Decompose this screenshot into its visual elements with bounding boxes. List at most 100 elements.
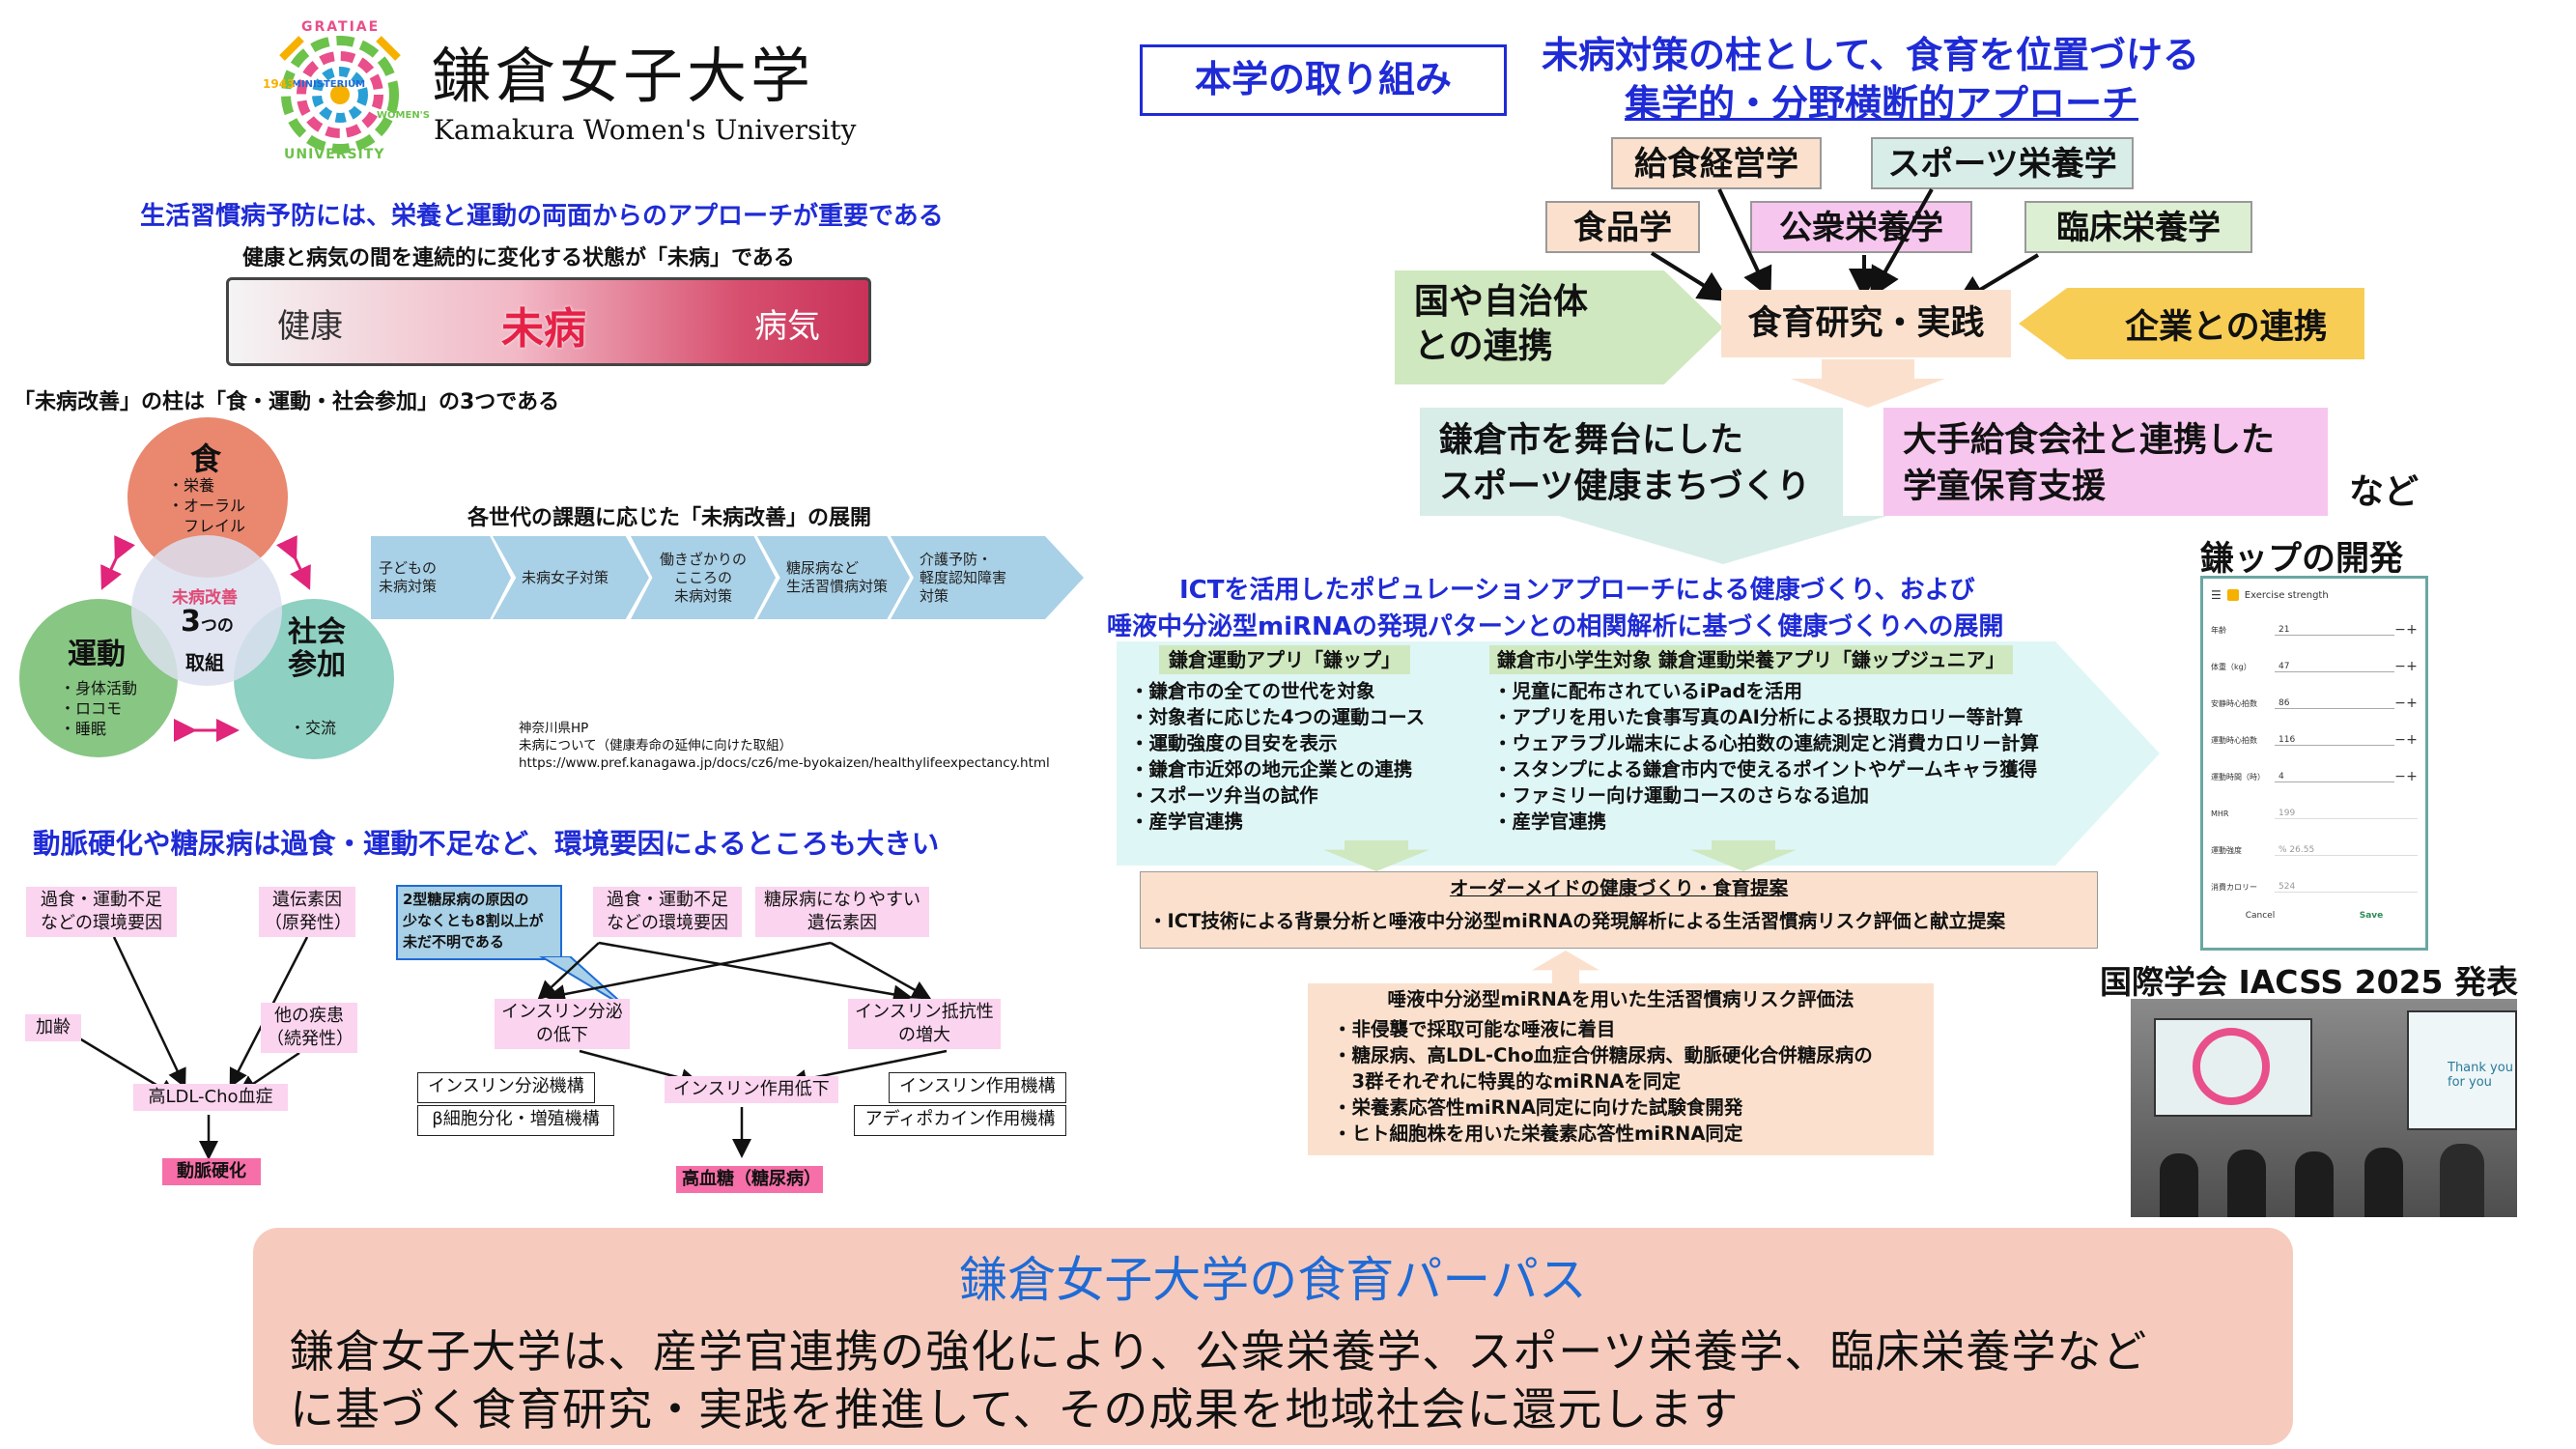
phone-rows: 年齢 21 − + 体重（kg） 47 − + 安静時心拍数 86 − + 運動…: [2203, 611, 2425, 905]
app2-item: ・ファミリー向け運動コースのさらなる追加: [1493, 784, 1870, 807]
cancel-button[interactable]: Cancel: [2245, 911, 2276, 921]
phone-row: 消費カロリー 524: [2203, 868, 2425, 905]
order-made-box: オーダーメイドの健康づくり・食育提案 ・ICT技術による背景分析と唾液中分泌型m…: [1140, 871, 2098, 949]
food-item: ・オーラル: [168, 497, 246, 515]
minus-icon[interactable]: −: [2394, 732, 2406, 748]
row-value-input[interactable]: 21: [2275, 625, 2394, 636]
logo-right-text: WOMEN'S: [377, 110, 430, 121]
phone-header-title: Exercise strength: [2244, 589, 2329, 601]
university-logo: GRATIAE MINISTERIUM 1943 WOMEN'S UNIVERS…: [263, 19, 430, 164]
plus-icon[interactable]: +: [2406, 696, 2418, 711]
person: [2160, 1153, 2198, 1217]
kamakura-city-project: 鎌倉市を舞台にした スポーツ健康まちづくり: [1420, 408, 1843, 516]
phone-row: 安静時心拍数 86 − +: [2203, 685, 2425, 722]
field-clinical: 臨床栄養学: [2024, 201, 2252, 253]
phone-row: 運動強度 % 26.55: [2203, 832, 2425, 868]
photo-screen-right: Thank you for you: [2407, 1010, 2517, 1130]
mirna-title: 唾液中分泌型miRNAを用いた生活習慣病リスク評価法: [1387, 988, 1854, 1010]
mhr-label: MHR: [2211, 809, 2229, 818]
row-value-input[interactable]: 47: [2275, 662, 2394, 672]
exercise-item: ・身体活動: [60, 679, 138, 697]
logo-left-text: 1943: [263, 77, 296, 91]
generation-label: 糖尿病など 生活習慣病対策: [786, 559, 889, 595]
center-small-label: 未病改善: [172, 588, 238, 608]
arterio-headline: 動脈硬化や糖尿病は過食・運動不足など、環境要因によるところも大きい: [33, 828, 940, 860]
person: [2295, 1151, 2334, 1217]
minus-icon[interactable]: −: [2394, 769, 2406, 784]
arterio-genetic-factor: 遺伝素因 （原発性）: [259, 887, 355, 937]
field-arrows: [1650, 188, 2040, 306]
adipokine-mechanism: アディポカイン作用機構: [854, 1105, 1066, 1136]
save-button[interactable]: Save: [2359, 911, 2384, 921]
plus-icon[interactable]: +: [2406, 622, 2418, 638]
gradient-center-label: 未病: [501, 304, 586, 354]
field-food: 食品学: [1545, 201, 1700, 253]
app2-box: 鎌倉市小学生対象 鎌倉運動栄養アプリ「鎌ップジュニア」 ・児童に配布されているi…: [1484, 645, 2082, 840]
insulin-secretion-mechanism: インスリン分泌機構: [417, 1072, 595, 1103]
plus-icon[interactable]: +: [2406, 659, 2418, 674]
generation-step: 介護予防・ 軽度認知障害 対策: [891, 536, 1084, 619]
kamap-dev-title: 鎌ップの開発: [2200, 540, 2404, 579]
app2-item: ・ウェアラブル端末による心拍数の連続測定と消費カロリー計算: [1493, 732, 2039, 754]
app2-item: ・スタンプによる鎌倉市内で使えるポイントやゲームキャラ獲得: [1493, 758, 2038, 781]
purpose-title: 鎌倉女子大学の食育パーパス: [959, 1252, 1587, 1308]
purpose-panel: 鎌倉女子大学の食育パーパス 鎌倉女子大学は、産学官連携の強化により、公衆栄養学、…: [253, 1228, 2293, 1445]
company-arrow: 企業との連携: [2019, 288, 2364, 359]
minus-icon[interactable]: −: [2394, 659, 2406, 674]
exercise-item: ・睡眠: [60, 720, 107, 738]
app1-title: 鎌倉運動アプリ「鎌ップ」: [1159, 645, 1410, 674]
center-number: 3: [181, 605, 201, 639]
school-support-project: 大手給食会社と連携した 学童保育支援: [1883, 408, 2328, 516]
social-item: ・交流: [290, 719, 337, 737]
mibyo-gradient-bar: 健康 未病 病気: [226, 277, 871, 366]
phone-row: MHR 199: [2203, 795, 2425, 832]
person: [2364, 1148, 2403, 1217]
university-name-en: Kamakura Women's University: [434, 114, 857, 146]
generation-label: 働きざかりの こころの 未病対策: [660, 550, 748, 605]
app1-list: ・鎌倉市の全ての世代を対象 ・対象者に応じた4つの運動コース ・運動強度の目安を…: [1130, 678, 1425, 835]
conference-title: 国際学会 IACSS 2025 発表: [2100, 963, 2519, 1001]
ict-title-line2: 唾液中分泌型miRNAの発現パターンとの相関解析に基づく健康づくりへの展開: [1107, 612, 2004, 641]
center-circle: [131, 535, 282, 686]
food-item: フレイル: [168, 517, 246, 535]
pillars-caption: 「未病改善」の柱は「食・運動・社会参加」の3つである: [14, 390, 560, 414]
diabetes-callout: 2型糖尿病の原因の 少なくとも8割以上が 未だ不明である: [396, 885, 562, 960]
lifestyle-headline: 生活習慣病予防には、栄養と運動の両面からのアプローチが重要である: [140, 202, 944, 231]
photo-screen-text: Thank you for you: [2448, 1061, 2513, 1090]
app2-title: 鎌倉市小学生対象 鎌倉運動栄養アプリ「鎌ップジュニア」: [1489, 645, 2013, 674]
exercise-item: ・ロコモ: [60, 699, 123, 718]
row-label: 運動時間（時）: [2211, 772, 2265, 781]
app1-item: ・産学官連携: [1130, 810, 1244, 833]
plus-icon[interactable]: +: [2406, 732, 2418, 748]
arterio-other-disease: 他の疾患 （続発性）: [261, 1003, 357, 1053]
purpose-line2: に基づく食育研究・実践を推進して、その成果を地域社会に還元します: [290, 1383, 1740, 1435]
row-label: 体重（kg）: [2211, 662, 2251, 671]
app1-item: ・スポーツ弁当の試作: [1130, 784, 1318, 807]
beta-cell-mechanism: β細胞分化・増殖機構: [417, 1105, 614, 1136]
source-line: 神奈川県HP: [519, 721, 589, 736]
intensity-label: 運動強度: [2211, 845, 2242, 855]
app1-item: ・鎌倉市の全ての世代を対象: [1130, 680, 1375, 702]
diabetes-diagram-arrows: [537, 941, 948, 1158]
venn-arrows: [100, 535, 311, 742]
row-value-input[interactable]: 86: [2275, 698, 2394, 709]
field-sports: スポーツ栄養学: [1871, 137, 2134, 189]
app1-box: 鎌倉運動アプリ「鎌ップ」 ・鎌倉市の全ての世代を対象 ・対象者に応じた4つの運動…: [1120, 645, 1464, 840]
down-arrow-2: [1559, 516, 1887, 564]
center-research: 食育研究・実践: [1721, 290, 2011, 357]
plus-icon[interactable]: +: [2406, 769, 2418, 784]
purpose-line1: 鎌倉女子大学は、産学官連携の強化により、公衆栄養学、スポーツ栄養学、臨床栄養学な…: [290, 1325, 2148, 1378]
intensity-value: % 26.55: [2275, 845, 2418, 856]
conference-photo: Thank you for you: [2131, 999, 2517, 1217]
gradient-right-label: 病気: [754, 307, 820, 346]
minus-icon[interactable]: −: [2394, 696, 2406, 711]
generation-step: 糖尿病など 生活習慣病対策: [757, 536, 910, 619]
app1-item: ・鎌倉市近郊の地元企業との連携: [1130, 758, 1413, 781]
kcal-value: 524: [2275, 882, 2418, 893]
arterio-ldl: 高LDL-Cho血症: [133, 1084, 288, 1111]
approach-title-line1: 未病対策の柱として、食育を位置づける: [1542, 34, 2199, 76]
row-value-input[interactable]: 4: [2275, 772, 2394, 782]
row-value-input[interactable]: 116: [2275, 735, 2394, 746]
generation-step: 働きざかりの こころの 未病対策: [631, 536, 776, 619]
minus-icon[interactable]: −: [2394, 622, 2406, 638]
